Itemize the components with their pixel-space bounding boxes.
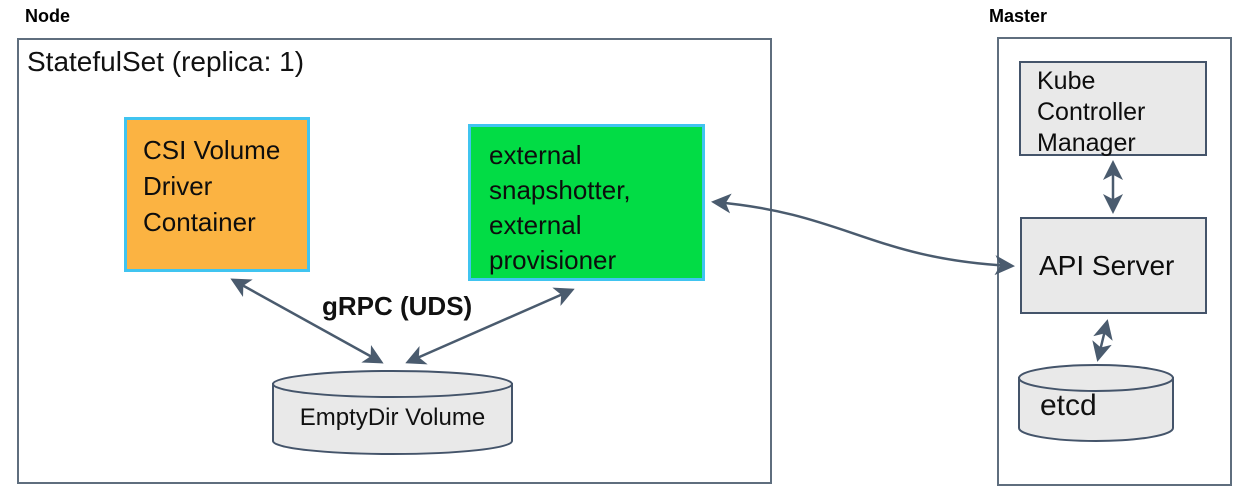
arrow-apiserver-etcd [1092,319,1113,362]
csi-volume-driver-container-box: CSI Volume Driver Container [124,117,310,272]
etcd-cylinder [1018,364,1174,442]
etcd-label: etcd [1040,389,1097,422]
emptydir-volume-cylinder [272,370,513,455]
kube-controller-manager-box: Kube Controller Manager [1019,61,1207,157]
statefulset-title: StatefulSet (replica: 1) [27,46,305,77]
arrow-csi-driver-emptydir [230,278,384,364]
api-server-box: API Server [1020,217,1207,314]
emptydir-volume-label: EmptyDir Volume [299,404,486,431]
arrow-sidecars-emptydir [405,287,575,365]
master-group-label: Master [989,6,1048,26]
arrow-sidecars-apiserver [711,193,1015,276]
external-snapshotter-provisioner-box: external snapshotter, external provision… [468,124,705,281]
node-group-label: Node [25,6,70,26]
api-server-label: API Server [1039,249,1175,281]
